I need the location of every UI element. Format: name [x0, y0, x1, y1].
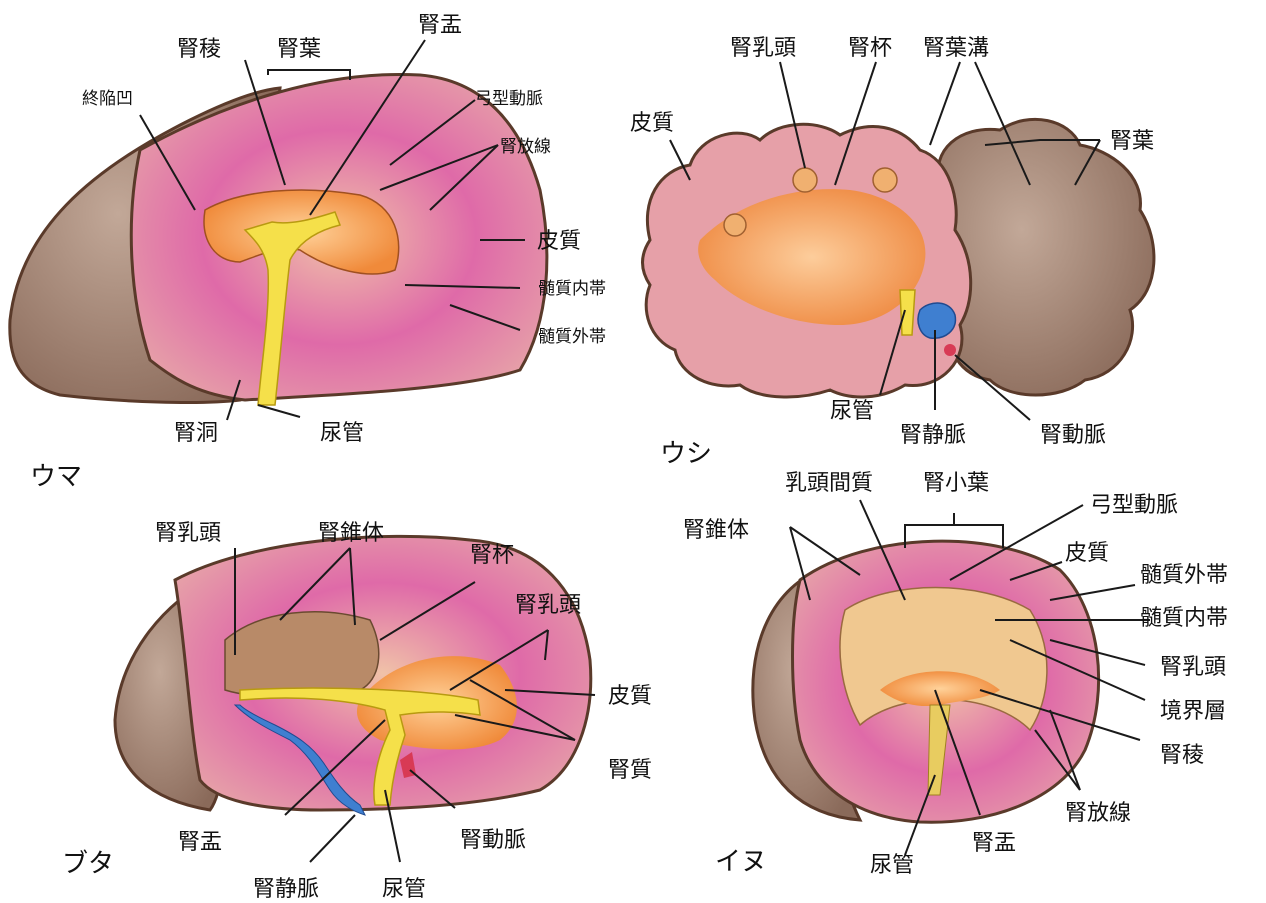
label-pig-papilla: 腎乳頭: [155, 521, 221, 546]
label-pig-ureter: 尿管: [382, 877, 426, 902]
cow-papilla: [873, 168, 897, 192]
label-horse-ureter: 尿管: [320, 421, 364, 446]
label-horse-arcuate-artery: 弓型動脈: [475, 89, 543, 109]
label-dog-medullary-rays: 腎放線: [1065, 801, 1131, 826]
label-pig-renal-artery: 腎動脈: [460, 828, 526, 853]
label-dog-crest: 腎稜: [1160, 743, 1204, 768]
label-dog-pyramid: 腎錐体: [683, 518, 749, 543]
label-cow-ureter: 尿管: [830, 399, 874, 424]
label-pig-cortex: 皮質: [608, 684, 652, 709]
label-dog-papilla: 腎乳頭: [1160, 655, 1226, 680]
label-horse-terminal-recess: 終陥凹: [82, 89, 133, 109]
label-cow-cortex: 皮質: [630, 111, 674, 136]
label-cow-renal-artery: 腎動脈: [1040, 423, 1106, 448]
label-horse-kidney-crest: 腎稜: [177, 37, 221, 62]
label-dog-ureter: 尿管: [870, 853, 914, 878]
label-species-horse: ウマ: [30, 462, 82, 492]
label-species-pig: ブタ: [62, 849, 114, 879]
label-dog-pelvis: 腎盂: [972, 831, 1016, 856]
label-pig-papilla-2: 腎乳頭: [515, 593, 581, 618]
label-cow-renal-vein: 腎静脈: [900, 423, 966, 448]
label-dog-cortex: 皮質: [1065, 541, 1109, 566]
label-species-dog: イヌ: [715, 847, 767, 877]
label-dog-inner-medulla: 髄質内帯: [1140, 606, 1228, 631]
label-horse-outer-medulla: 髄質外帯: [538, 327, 606, 347]
label-pig-calyx: 腎杯: [470, 543, 514, 568]
label-horse-inner-medulla: 髄質内帯: [538, 279, 606, 299]
cow-ureter: [900, 290, 915, 335]
label-dog-arcuate-artery: 弓型動脈: [1090, 493, 1178, 518]
cow-kidney: [643, 119, 1154, 397]
label-dog-outer-medulla: 髄質外帯: [1140, 563, 1228, 588]
label-horse-sinus: 腎洞: [174, 421, 218, 446]
label-horse-lobe: 腎葉: [277, 37, 321, 62]
label-cow-papilla: 腎乳頭: [730, 36, 796, 61]
cow-papilla: [724, 214, 746, 236]
label-horse-pelvis: 腎盂: [418, 13, 462, 38]
label-dog-boundary-layer: 境界層: [1160, 699, 1226, 724]
cow-renal-vein: [918, 303, 955, 338]
label-cow-calyx: 腎杯: [848, 36, 892, 61]
label-dog-interpapillary: 乳頭間質: [785, 471, 873, 496]
label-cow-lobe: 腎葉: [1110, 129, 1154, 154]
label-horse-medullary-rays: 腎放線: [500, 137, 551, 157]
label-horse-cortex: 皮質: [537, 229, 581, 254]
label-pig-pyramid: 腎錐体: [318, 521, 384, 546]
label-species-cow: ウシ: [660, 439, 712, 469]
label-pig-renal-vein: 腎静脈: [253, 877, 319, 902]
cow-renal-artery: [944, 344, 956, 356]
label-dog-lobule: 腎小葉: [923, 471, 989, 496]
cow-papilla: [793, 168, 817, 192]
horse-kidney: [10, 74, 547, 405]
label-cow-lobe-groove: 腎葉溝: [923, 36, 989, 61]
label-pig-pelvis: 腎盂: [178, 830, 222, 855]
label-pig-medulla: 腎質: [608, 758, 652, 783]
